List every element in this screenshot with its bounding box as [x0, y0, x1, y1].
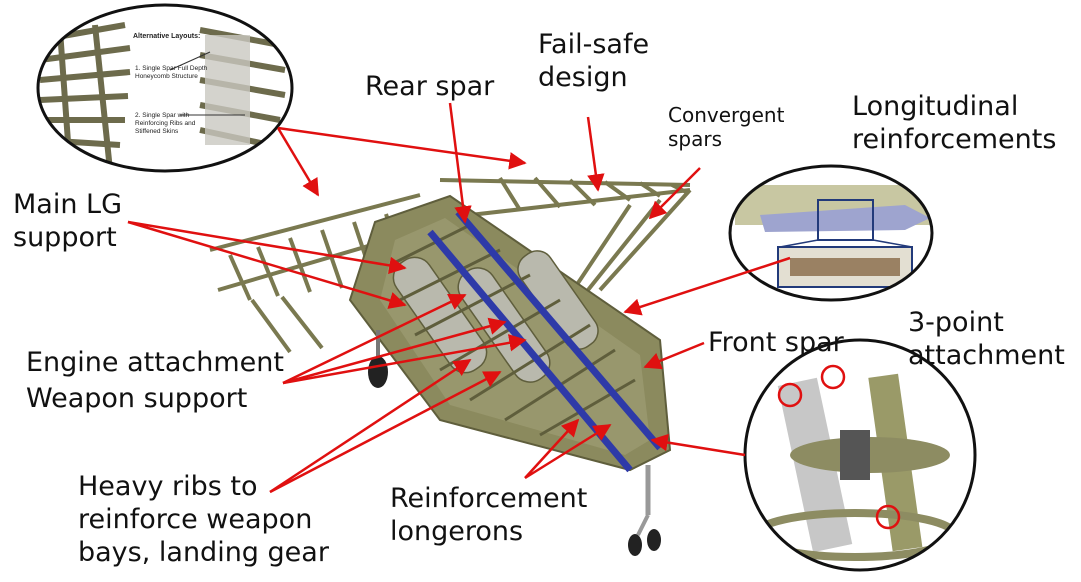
label-engine-attachment: Engine attachment — [26, 347, 284, 378]
label-reinforcement-longerons: Reinforcement longerons — [390, 483, 588, 547]
label-convergent-spars: Convergent spars — [668, 103, 785, 151]
attachment-point-marker — [777, 382, 803, 408]
label-rear-spar: Rear spar — [365, 71, 495, 102]
nose-wheel — [628, 534, 642, 556]
label-front-spar: Front spar — [708, 327, 844, 358]
label-heavy-ribs: Heavy ribs to reinforce weapon bays, lan… — [78, 471, 329, 568]
inset-layouts-text: Alternative Layouts: 1. Single Spar Full… — [133, 33, 208, 135]
leader-arrows — [127, 102, 791, 494]
label-longitudinal-reinforcements: Longitudinal reinforcements — [852, 91, 1057, 155]
airframe — [209, 176, 692, 556]
label-main-lg-support: Main LG support — [13, 189, 123, 253]
label-fail-safe-design: Fail-safe design — [538, 29, 650, 93]
label-weapon-support: Weapon support — [26, 383, 248, 414]
three-point-attachment-inset — [743, 338, 977, 572]
main-wheel — [368, 356, 388, 388]
front-spar-line — [455, 209, 663, 451]
label-3-point-attachment: 3-point attachment — [908, 307, 1065, 371]
longitudinal-reinforcements-inset — [728, 164, 934, 302]
inset-title: Alternative Layouts: — [133, 33, 200, 40]
attachment-point-marker — [875, 504, 901, 530]
alternative-layouts-inset — [36, 3, 294, 173]
attachment-point-marker — [820, 364, 846, 390]
